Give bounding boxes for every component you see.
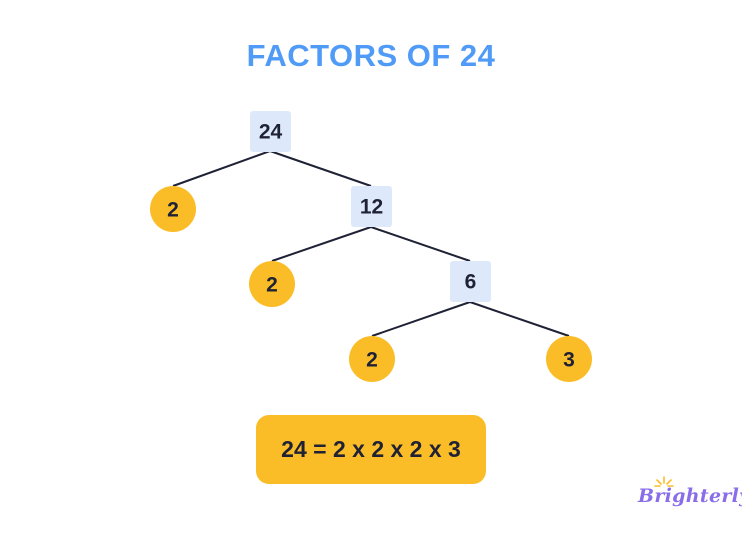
prime-node-level1: 2: [150, 186, 196, 232]
edge-6-to-2: [371, 301, 471, 337]
edge-6-to-3: [469, 301, 570, 337]
node-6: 6: [450, 261, 491, 302]
node-24: 24: [250, 111, 291, 152]
prime-circle-level2: [249, 261, 295, 307]
prime-circle-level1: [150, 186, 196, 232]
prime-node-level3-right: 3: [546, 336, 592, 382]
node-6-box: [450, 261, 491, 302]
edge-12-to-6: [370, 226, 471, 262]
node-12: 12: [351, 186, 392, 227]
prime-label-level3-right: 3: [563, 349, 575, 372]
brand-sun-icon: [654, 476, 674, 487]
diagram-title: FACTORS OF 24: [246, 38, 496, 73]
prime-label-level2: 2: [266, 274, 278, 297]
prime-circle-level3-left: [349, 336, 395, 382]
tree-edges: [172, 150, 570, 337]
prime-node-level3-left: 2: [349, 336, 395, 382]
node-6-label: 6: [465, 271, 477, 294]
node-24-box: [250, 111, 291, 152]
edge-12-to-2: [271, 226, 372, 262]
prime-label-level1: 2: [167, 199, 179, 222]
edge-24-to-2: [172, 150, 271, 187]
prime-circle-level3-right: [546, 336, 592, 382]
brand-logo: Brighterly: [638, 485, 742, 507]
node-12-label: 12: [360, 196, 383, 219]
node-24-label: 24: [259, 121, 283, 144]
prime-factorization-equation: 24 = 2 x 2 x 2 x 3: [256, 415, 486, 484]
node-12-box: [351, 186, 392, 227]
prime-label-level3-left: 2: [366, 349, 378, 372]
edge-24-to-12: [269, 150, 372, 187]
prime-node-level2: 2: [249, 261, 295, 307]
